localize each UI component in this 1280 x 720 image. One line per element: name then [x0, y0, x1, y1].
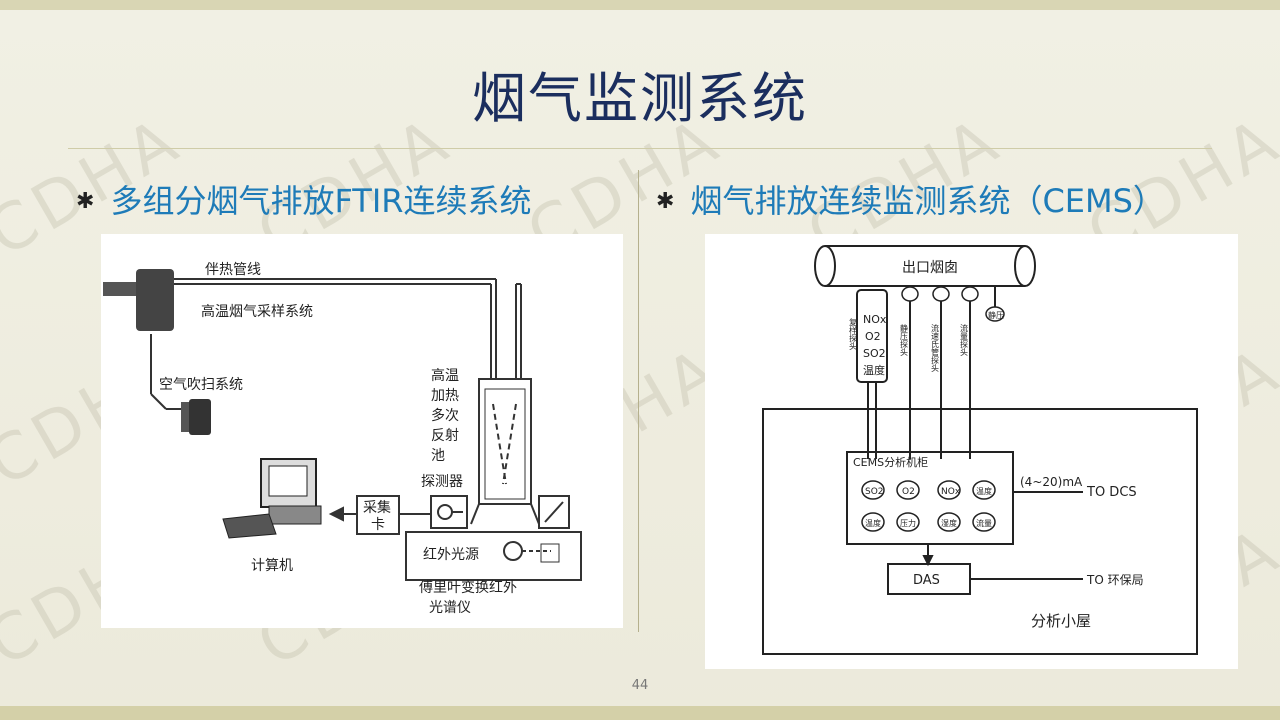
detector-label: 探测器	[421, 474, 463, 490]
cell-label-line: 多次	[431, 407, 459, 424]
ftir-diagram-svg: 伴热管线 高温烟气采样系统 空气吹扫系统 高温 加热 多次 反射 池 探测器 采…	[103, 262, 582, 616]
flue-label: 出口烟囱	[902, 260, 958, 276]
room-label: 分析小屋	[1031, 612, 1091, 630]
cell-label-line: 池	[431, 448, 445, 464]
probe-gas: NOx	[863, 313, 887, 326]
ir-source-label: 红外光源	[423, 547, 479, 563]
bottom-band	[0, 706, 1280, 720]
analyzer-gas: 温度	[976, 486, 992, 496]
analyzer-param: 温度	[865, 518, 881, 528]
purge-label: 空气吹扫系统	[159, 377, 243, 393]
analyzer-param: 流量	[976, 518, 992, 528]
cell-label-line: 高温	[431, 367, 459, 384]
analyzer-gas: O2	[902, 487, 915, 497]
bullet-icon: ✱	[656, 189, 675, 214]
purge-unit	[189, 399, 211, 435]
cell-label-line: 反射	[431, 428, 459, 444]
analyzer-param: 湿度	[941, 518, 957, 528]
acq-card-line: 采集	[363, 499, 391, 516]
vertical-label: 复样探头	[849, 317, 858, 351]
computer-icon	[222, 458, 322, 539]
vertical-label: 流量探头	[960, 323, 969, 357]
computer-label: 计算机	[251, 558, 293, 574]
slide-title: 烟气监测系统	[472, 67, 808, 130]
analyzer-title: CEMS分析机柜	[853, 455, 928, 469]
probe-gas: SO2	[863, 347, 886, 360]
analyzer-param: 压力	[900, 518, 916, 528]
top-band	[0, 0, 1280, 10]
left-bullet-text: 多组分烟气排放FTIR连续系统	[110, 182, 532, 220]
pipe-label: 伴热管线	[205, 262, 261, 278]
acq-card-line: 卡	[371, 517, 385, 533]
ftir-diagram: 伴热管线 高温烟气采样系统 空气吹扫系统 高温 加热 多次 反射 池 探测器 采…	[101, 234, 623, 628]
ftir-label-line: 光谱仪	[429, 600, 471, 616]
right-bullet-text: 烟气排放连续监测系统（CEMS）	[690, 182, 1165, 220]
sampling-heater	[136, 269, 174, 331]
vertical-label: 静压	[988, 310, 1004, 320]
column-divider	[638, 170, 639, 632]
cems-diagram-svg: 出口烟囱 NOx O2 SO2 温度 复样探头 静压探头 流速氏管探头 流量探头…	[762, 245, 1198, 655]
cems-diagram: 出口烟囱 NOx O2 SO2 温度 复样探头 静压探头 流速氏管探头 流量探头…	[705, 234, 1238, 669]
dcs-target: TO DCS	[1086, 485, 1137, 500]
left-bullet: ✱ 多组分烟气排放FTIR连续系统	[76, 176, 532, 222]
sampling-label: 高温烟气采样系统	[201, 303, 313, 320]
cell-label-line: 加热	[431, 388, 459, 404]
das-label: DAS	[913, 573, 940, 588]
probe-gas: O2	[865, 330, 881, 343]
epa-target: TO 环保局	[1086, 573, 1144, 587]
analyzer-gas: NOx	[941, 487, 961, 497]
dcs-signal-label: (4~20)mA	[1020, 475, 1083, 489]
probe-gas: 温度	[863, 363, 885, 377]
vertical-label: 静压探头	[900, 323, 909, 357]
vertical-label: 流速氏管探头	[931, 323, 940, 373]
bullet-icon: ✱	[76, 189, 95, 214]
page-number: 44	[631, 678, 649, 693]
analyzer-gas: SO2	[865, 487, 884, 497]
ftir-label-line: 傅里叶变换红外	[419, 579, 517, 596]
right-bullet: ✱ 烟气排放连续监测系统（CEMS）	[656, 176, 1165, 222]
heater-pipe-end	[103, 282, 143, 296]
title-divider	[68, 148, 1212, 149]
